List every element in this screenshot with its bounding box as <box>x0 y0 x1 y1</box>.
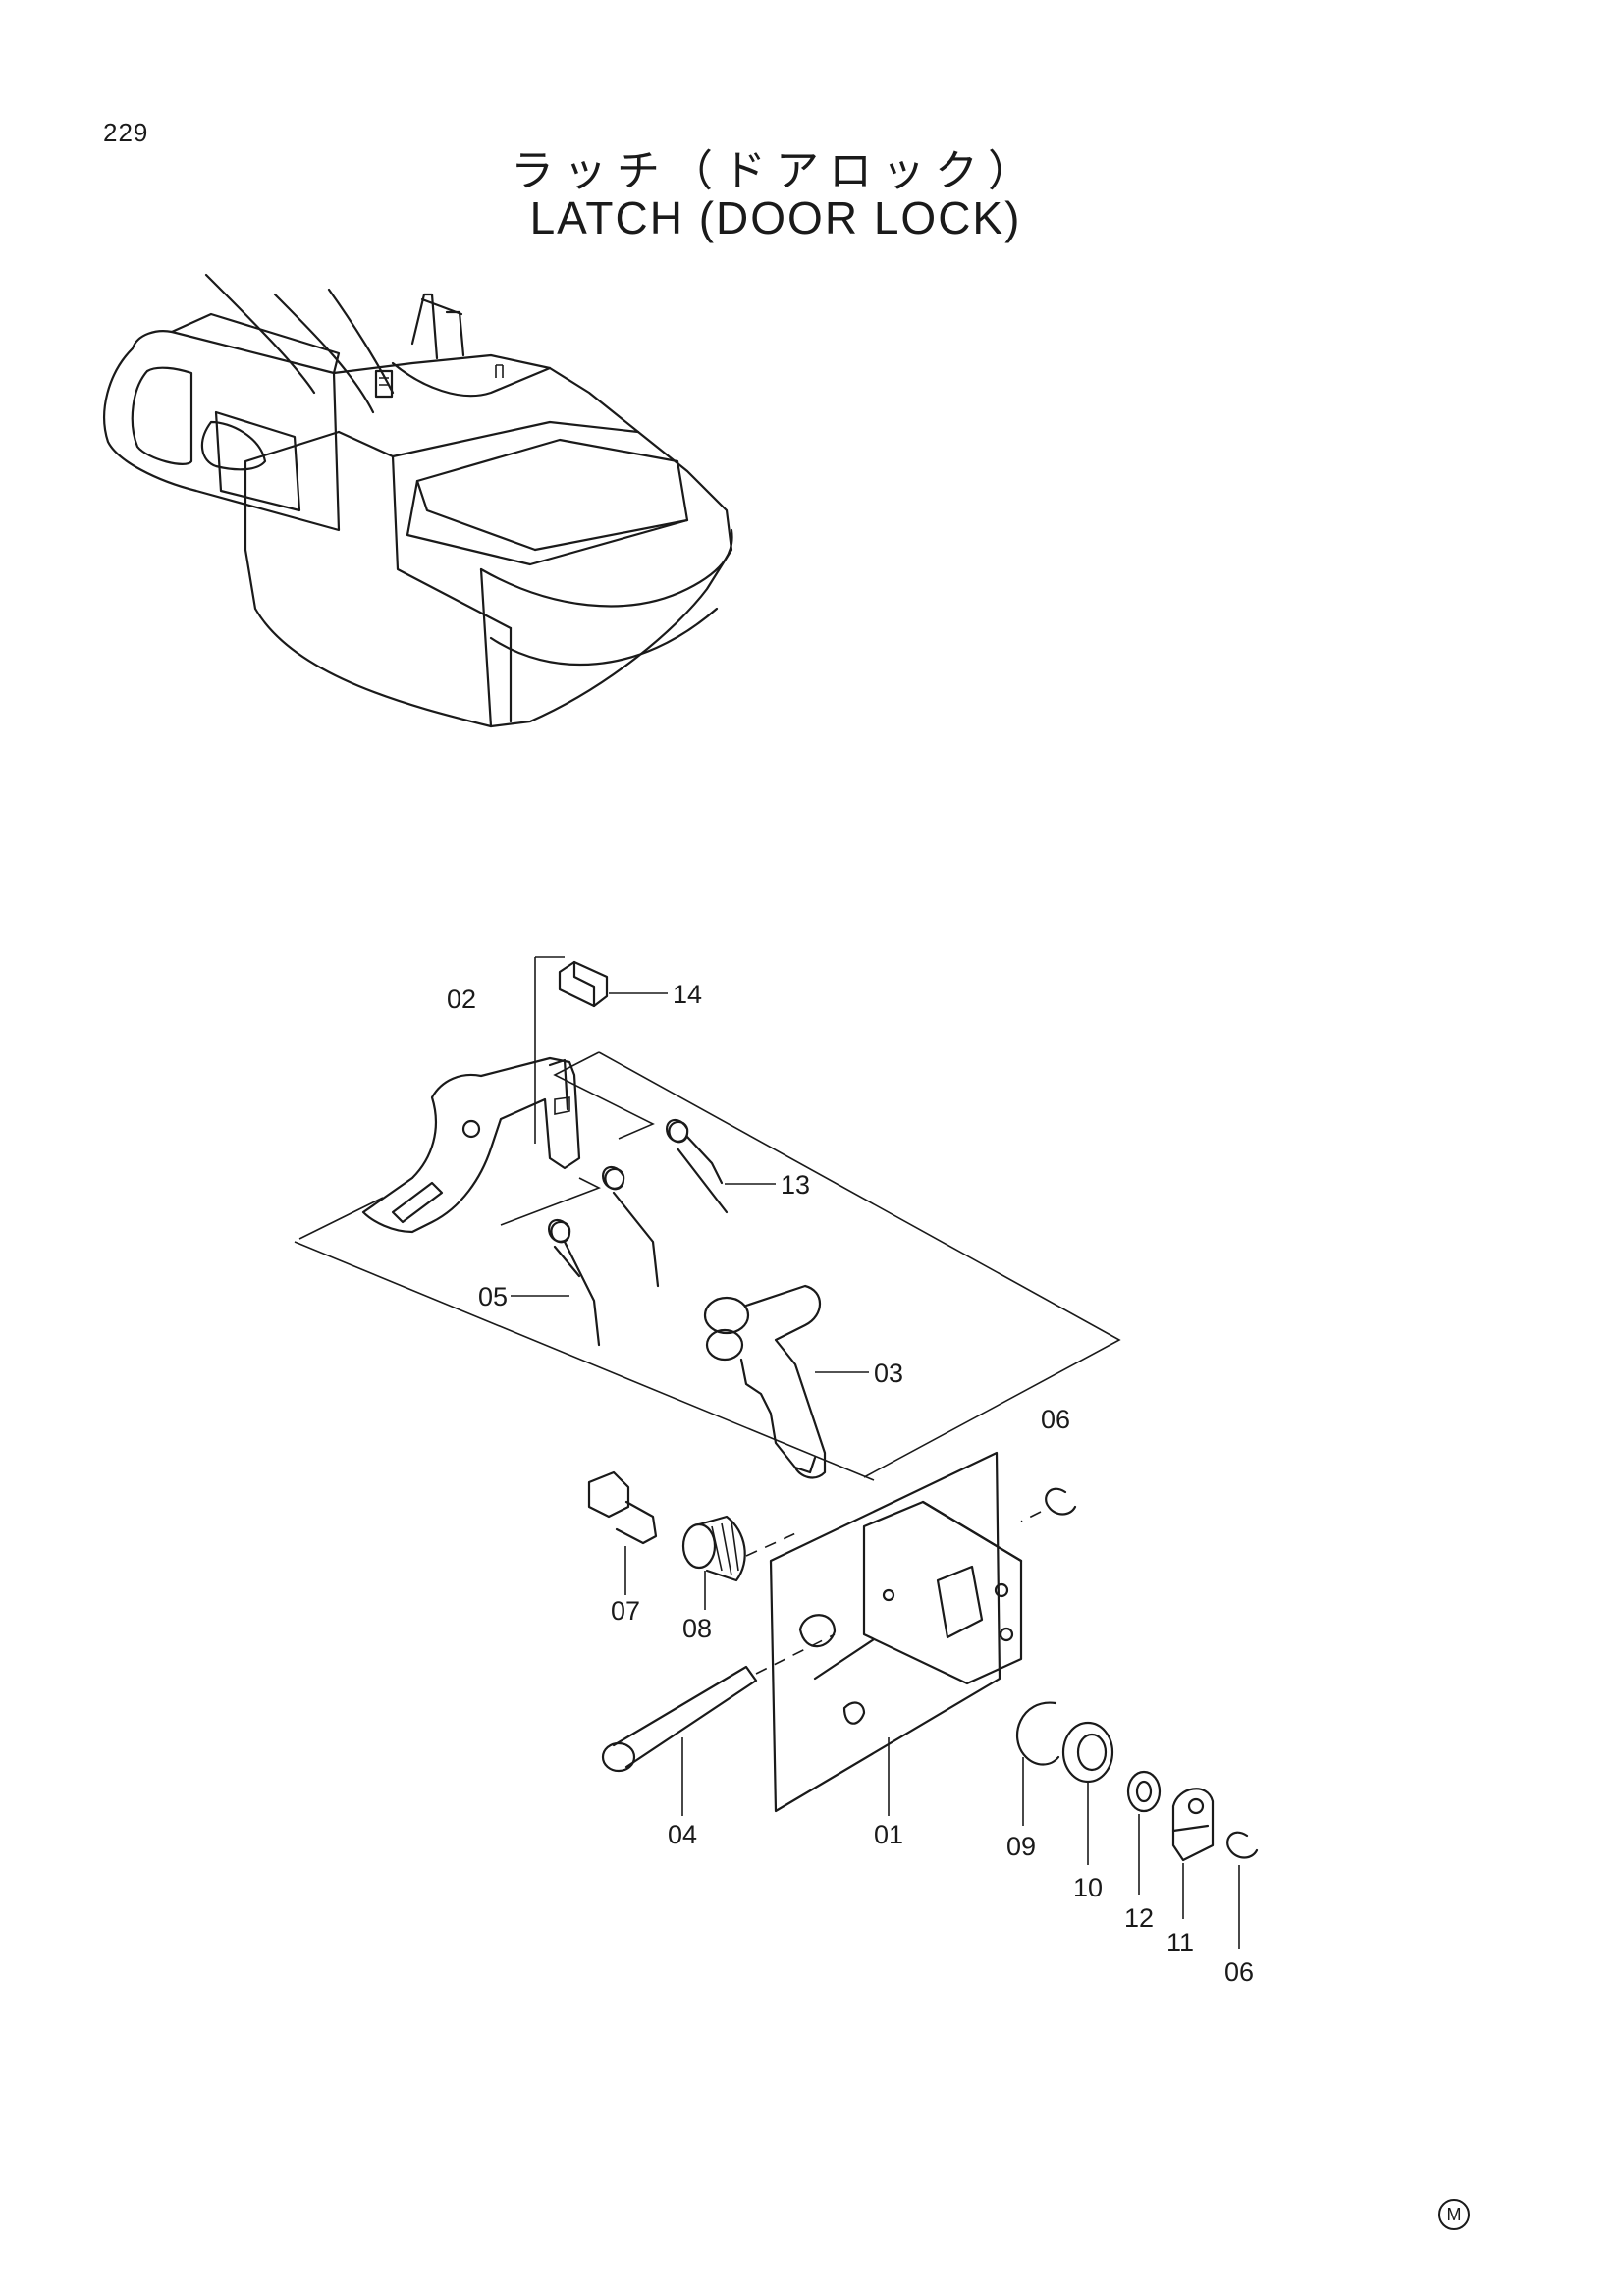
callout-12: 12 <box>1124 1903 1154 1933</box>
part-05-spring <box>548 1218 601 1347</box>
part-11-hasp <box>1171 1788 1215 1862</box>
part-06-e-clip-lower <box>1226 1831 1259 1859</box>
callout-01: 01 <box>874 1820 903 1849</box>
part-13-springs <box>602 1118 729 1288</box>
callout-14: 14 <box>673 980 702 1009</box>
callout-06-lower: 06 <box>1224 1957 1254 1987</box>
part-10-nut <box>1061 1721 1114 1784</box>
callout-11: 11 <box>1166 1928 1194 1957</box>
callout-03: 03 <box>874 1359 903 1388</box>
callout-02: 02 <box>447 985 476 1014</box>
part-01-base-plate <box>769 1451 1023 1813</box>
manufacturer-mark: M <box>1438 2199 1470 2230</box>
part-06-e-clip-upper <box>1045 1487 1077 1516</box>
part-09-ring <box>1016 1701 1060 1766</box>
callout-09: 09 <box>1006 1832 1036 1861</box>
title-english: LATCH (DOOR LOCK) <box>529 192 1022 243</box>
title-japanese: ラッチ（ドアロック） <box>511 146 1041 196</box>
callout-06-upper: 06 <box>1041 1405 1070 1434</box>
assembly-plane <box>294 956 1121 1481</box>
callout-08: 08 <box>682 1614 712 1643</box>
part-12-washer <box>1126 1770 1162 1813</box>
callout-13: 13 <box>781 1170 810 1200</box>
callout-07: 07 <box>611 1596 640 1626</box>
part-03-latch-hook <box>703 1284 827 1479</box>
callout-05: 05 <box>478 1282 508 1311</box>
callout-04: 04 <box>668 1820 697 1849</box>
part-07-knob <box>587 1470 658 1545</box>
excavator-overview-illustration <box>103 273 733 728</box>
part-14-clip <box>558 960 609 1008</box>
callout-10: 10 <box>1073 1873 1103 1902</box>
part-08-lock-cylinder <box>681 1515 746 1582</box>
part-04-pin <box>601 1665 758 1773</box>
part-02-latch-bracket <box>361 1056 581 1234</box>
page-number: 229 <box>103 118 149 147</box>
